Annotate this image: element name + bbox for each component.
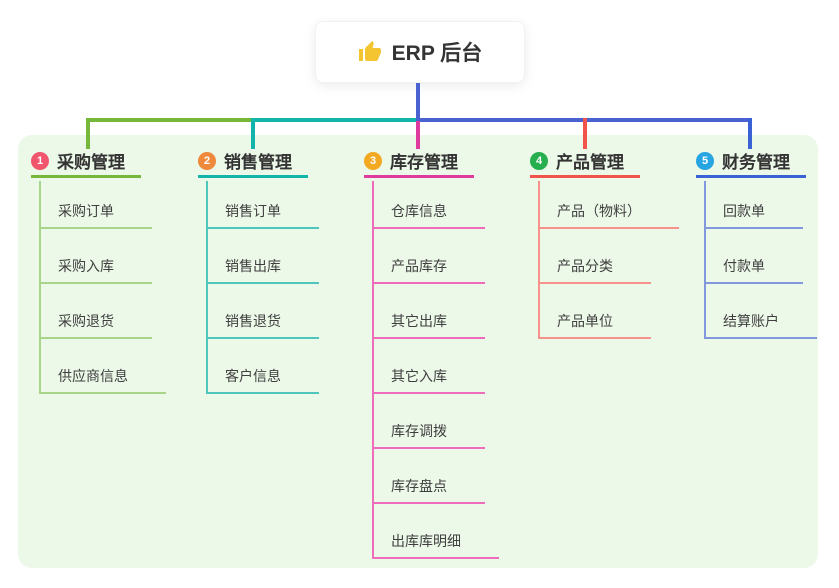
bus-line-left: [86, 118, 255, 122]
child-node[interactable]: 产品（物料）: [540, 181, 679, 229]
child-node[interactable]: 采购退货: [41, 284, 152, 339]
drop-line-sales: [251, 118, 255, 149]
branch-node-finance[interactable]: 5 财务管理: [696, 146, 806, 178]
branches-panel: [18, 135, 818, 568]
child-node[interactable]: 库存调拨: [374, 394, 485, 449]
branch-node-purchase[interactable]: 1 采购管理: [31, 146, 141, 178]
root-node-label: ERP 后台: [391, 42, 483, 65]
branch-node-product[interactable]: 4 产品管理: [530, 146, 640, 178]
child-node[interactable]: 采购入库: [41, 229, 152, 284]
branch-children-inventory: 仓库信息 产品库存 其它出库 其它入库 库存调拨 库存盘点 出库库明细: [372, 181, 499, 559]
child-node[interactable]: 销售出库: [208, 229, 319, 284]
trunk-line: [416, 83, 420, 122]
child-node[interactable]: 库存盘点: [374, 449, 485, 504]
branch-label: 销售管理: [224, 153, 292, 172]
branch-badge: 4: [530, 151, 548, 170]
branch-badge: 5: [696, 151, 714, 170]
child-node[interactable]: 采购订单: [41, 181, 152, 229]
child-node[interactable]: 其它入库: [374, 339, 485, 394]
child-node[interactable]: 销售订单: [208, 181, 319, 229]
drop-line-inventory: [416, 121, 420, 149]
child-node[interactable]: 产品分类: [540, 229, 651, 284]
child-node[interactable]: 销售退货: [208, 284, 319, 339]
branch-badge: 3: [364, 151, 382, 170]
child-node[interactable]: 回款单: [706, 181, 803, 229]
drop-line-finance: [748, 118, 752, 149]
branch-children-finance: 回款单 付款单 结算账户: [704, 181, 817, 339]
branch-node-inventory[interactable]: 3 库存管理: [364, 146, 474, 178]
branch-badge: 1: [31, 151, 49, 170]
branch-label: 采购管理: [57, 153, 125, 172]
drop-line-product: [583, 118, 587, 149]
thumbs-up-icon: [358, 41, 381, 61]
bus-line-mid: [251, 118, 420, 122]
child-node[interactable]: 供应商信息: [41, 339, 166, 394]
child-node[interactable]: 产品单位: [540, 284, 651, 339]
branch-children-product: 产品（物料） 产品分类 产品单位: [538, 181, 679, 339]
child-node[interactable]: 付款单: [706, 229, 803, 284]
drop-line-purchase: [86, 118, 90, 149]
child-node[interactable]: 其它出库: [374, 284, 485, 339]
branch-label: 财务管理: [722, 153, 790, 172]
branch-badge: 2: [198, 151, 216, 170]
child-node[interactable]: 产品库存: [374, 229, 485, 284]
child-node[interactable]: 结算账户: [706, 284, 817, 339]
child-node[interactable]: 客户信息: [208, 339, 319, 394]
branch-node-sales[interactable]: 2 销售管理: [198, 146, 308, 178]
branch-label: 产品管理: [556, 153, 624, 172]
branch-children-sales: 销售订单 销售出库 销售退货 客户信息: [206, 181, 319, 394]
branch-children-purchase: 采购订单 采购入库 采购退货 供应商信息: [39, 181, 166, 394]
child-node[interactable]: 出库库明细: [374, 504, 499, 559]
child-node[interactable]: 仓库信息: [374, 181, 485, 229]
root-node[interactable]: ERP 后台: [315, 21, 525, 83]
branch-label: 库存管理: [390, 153, 458, 172]
